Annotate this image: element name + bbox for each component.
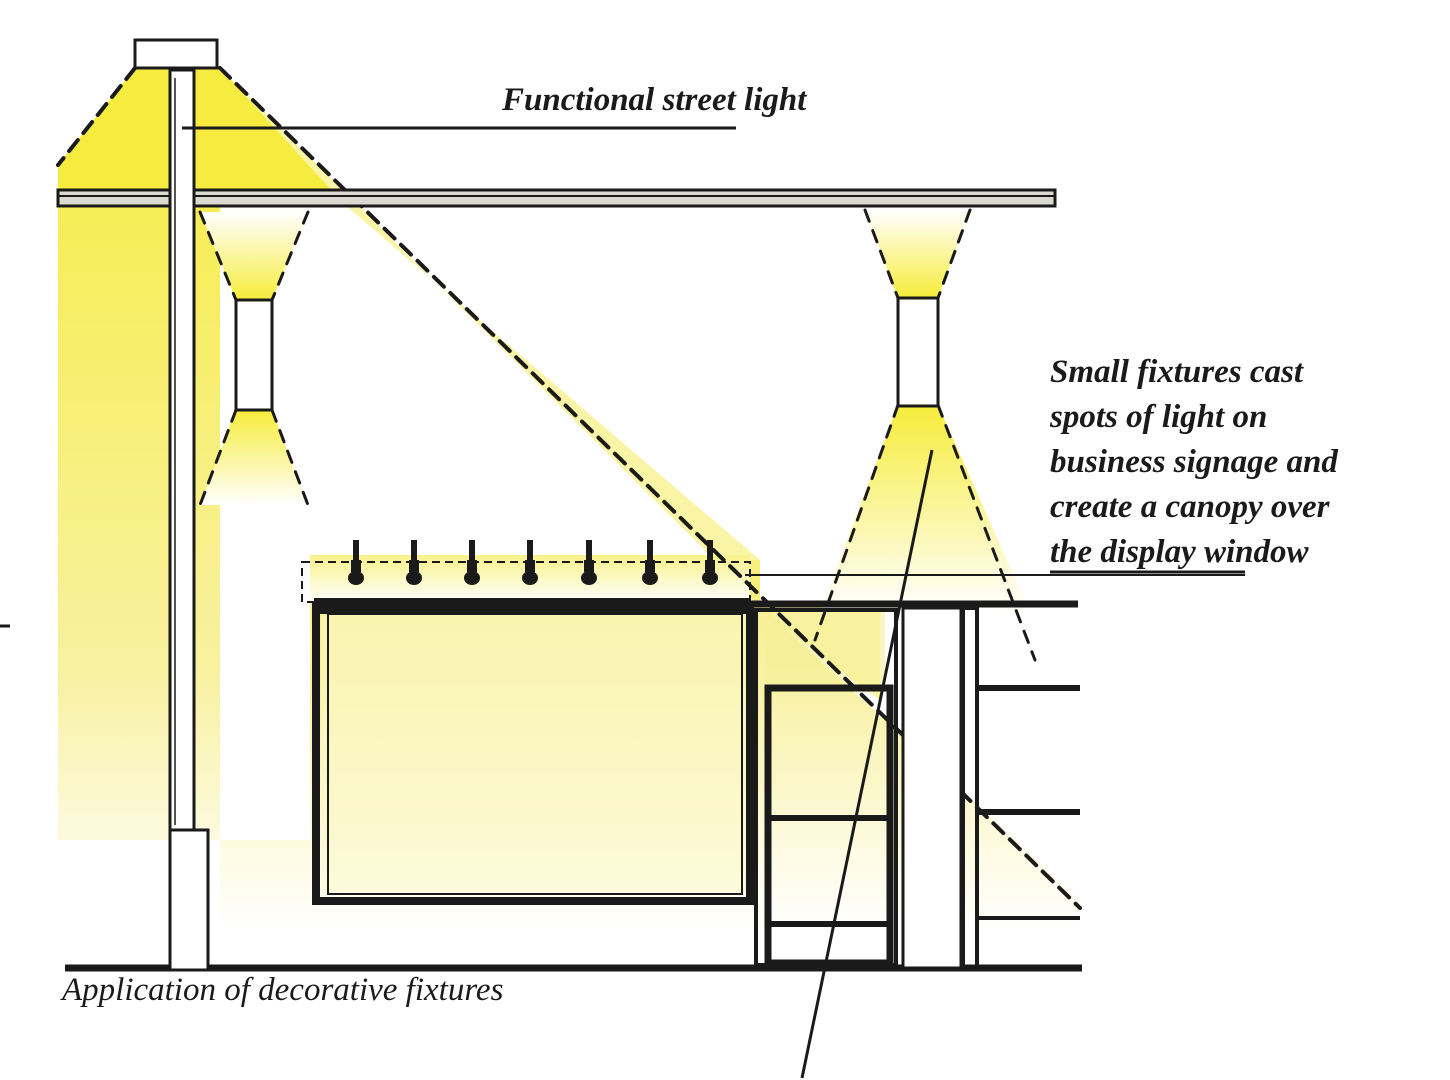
window-glow: [322, 610, 747, 892]
figure-caption: Application of decorative fixtures: [62, 972, 504, 1008]
small-fixtures-line: the display window: [1050, 534, 1309, 570]
street-light-icon: [133, 38, 219, 972]
small-fixtures-line: Small fixtures cast: [1050, 354, 1304, 390]
small-fixtures-line: business signage and: [1050, 444, 1338, 480]
building: [56, 188, 1245, 972]
leader-lines: [182, 126, 1245, 1079]
wall-sconce-icon: [234, 298, 274, 412]
storefront-right: [750, 600, 1080, 970]
pendant-fixture-icon: [896, 296, 940, 408]
sign-spotlight-icon: [348, 540, 718, 585]
small-fixtures-line: create a canopy over: [1050, 489, 1330, 525]
pendant-leader: [800, 449, 934, 1079]
pendant-down-beam: [820, 405, 1030, 612]
street-light-beam-upper: [58, 68, 345, 205]
street-light-label: Functional street light: [502, 82, 807, 118]
street-light-cone-right: [220, 68, 880, 700]
door-glow: [765, 612, 885, 692]
small-fixtures-line: spots of light on: [1050, 399, 1268, 435]
display-window: [312, 602, 754, 905]
upper-fascia: [56, 188, 1057, 208]
small-fixtures-label: Small fixtures cast spots of light on bu…: [1050, 350, 1440, 575]
